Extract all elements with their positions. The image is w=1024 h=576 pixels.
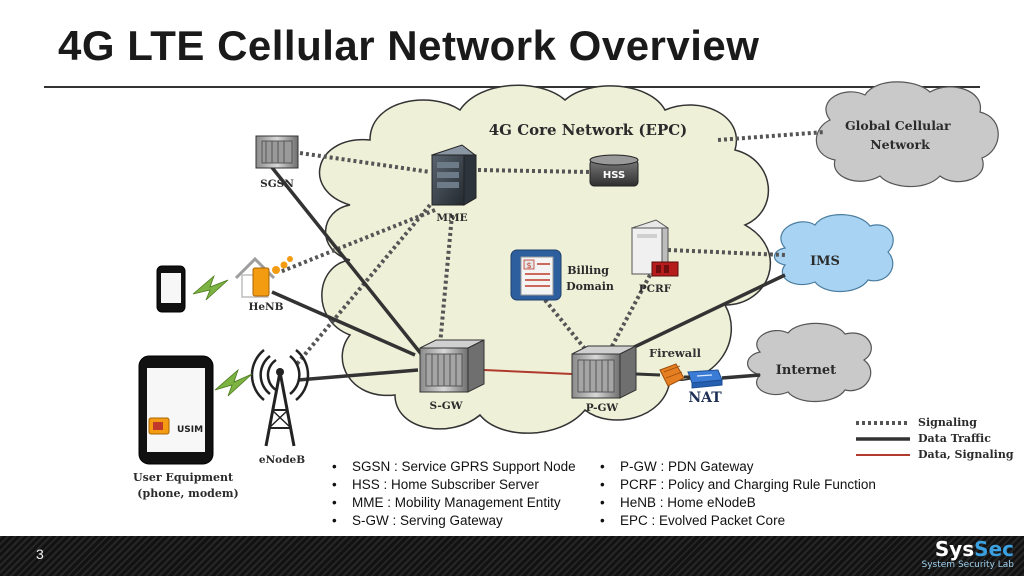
data-pgw-firewall	[635, 372, 661, 377]
enodeb-label: eNodeB	[259, 454, 305, 466]
henb-home-icon	[234, 256, 293, 298]
ims-label: IMS	[810, 254, 840, 269]
user-equipment-line1: User Equipment	[133, 471, 234, 484]
pcrf-label: PCRF	[639, 283, 672, 295]
billing-line1: Billing	[567, 264, 609, 277]
acronym-item: PCRF : Policy and Charging Rule Function	[594, 476, 876, 494]
data-traffic-lines	[268, 163, 786, 382]
core-network-label: 4G Core Network (EPC)	[489, 121, 688, 139]
global-cellular-cloud	[815, 81, 999, 188]
global-cellular-line1: Global Cellular	[845, 118, 951, 133]
page-title: 4G LTE Cellular Network Overview	[58, 22, 760, 69]
brand-subtitle: System Security Lab	[921, 560, 1014, 570]
signaling-pcrf-ims	[667, 248, 786, 257]
sgsn-label: SGSN	[260, 178, 294, 190]
acronym-item: S-GW : Serving Gateway	[326, 512, 576, 530]
data-sgsn-sgw	[268, 163, 424, 357]
mme-server-icon	[430, 144, 477, 206]
user-equipment-label: User Equipment (phone, modem)	[133, 471, 239, 500]
data-henb-sgw	[271, 290, 416, 357]
signaling-mme-enodeb	[294, 203, 432, 367]
legend-data-signaling-label: Data, Signaling	[918, 448, 1014, 461]
pgw-server-icon	[571, 345, 637, 399]
data-nat-internet	[721, 373, 761, 380]
data-pgw-ims	[627, 273, 786, 352]
acronym-list-right: P-GW : PDN Gateway PCRF : Policy and Cha…	[594, 458, 876, 530]
hss-label: HSS	[603, 170, 625, 181]
acronym-item: SGSN : Service GPRS Support Node	[326, 458, 576, 476]
billing-label: Billing Domain	[566, 264, 614, 293]
pcrf-server-icon	[630, 219, 679, 277]
signaling-sgsn-mme	[299, 151, 431, 174]
acronym-item: P-GW : PDN Gateway	[594, 458, 876, 476]
brand-name-b: Sec	[974, 537, 1014, 561]
signaling-mme-sgw	[438, 214, 454, 346]
nat-label: NAT	[688, 390, 722, 406]
user-equipment-line2: (phone, modem)	[137, 487, 238, 500]
svg-text:$: $	[526, 261, 531, 270]
legend: Signaling Data Traffic Data, Signaling	[856, 416, 1014, 461]
footer-bar: 3 SysSec System Security Lab	[0, 536, 1024, 576]
signaling-mme-henb	[279, 208, 436, 274]
hss-database-icon	[589, 154, 639, 187]
signaling-pcrf-pgw	[608, 274, 652, 351]
acronym-item: HeNB : Home eNodeB	[594, 494, 876, 512]
legend-data-traffic-label: Data Traffic	[918, 432, 991, 445]
internet-cloud	[747, 322, 872, 403]
internet-label: Internet	[776, 363, 836, 378]
global-cellular-line2: Network	[870, 137, 930, 152]
signaling-lines	[279, 130, 826, 367]
legend-signaling-label: Signaling	[918, 416, 977, 429]
network-diagram: 4G Core Network (EPC) Global Cellular Ne…	[133, 81, 1014, 500]
page-number: 3	[36, 546, 44, 562]
acronym-item: HSS : Home Subscriber Server	[326, 476, 576, 494]
sgsn-server-icon	[255, 135, 299, 169]
henb-label: HeNB	[248, 301, 283, 313]
brand-name-a: Sys	[934, 537, 975, 561]
firewall-label: Firewall	[649, 346, 702, 360]
mme-label: MME	[436, 212, 467, 224]
pgw-label: P-GW	[586, 402, 619, 414]
acronym-item: MME : Mobility Management Entity	[326, 494, 576, 512]
acronym-list-left: SGSN : Service GPRS Support Node HSS : H…	[326, 458, 576, 530]
usim-label: USIM	[177, 425, 203, 435]
sgw-server-icon	[419, 339, 485, 393]
billing-line2: Domain	[566, 280, 614, 293]
small-phone-icon	[156, 265, 186, 313]
signaling-mme-hss	[477, 168, 591, 174]
data-enodeb-sgw	[297, 368, 419, 382]
lightning-enodeb-icon	[214, 368, 253, 397]
enodeb-tower-icon	[250, 349, 310, 447]
data-signaling-sgw-pgw	[483, 369, 573, 375]
nat-router-icon	[687, 369, 723, 389]
ims-cloud	[773, 214, 894, 293]
syssec-logo: SysSec System Security Lab	[922, 538, 1014, 571]
acronym-item: EPC : Evolved Packet Core	[594, 512, 876, 530]
global-cellular-label: Global Cellular Network	[845, 118, 955, 152]
user-equipment-phone-icon	[138, 355, 214, 465]
billing-icon: $	[510, 249, 562, 301]
lightning-henb-icon	[192, 274, 229, 301]
sgw-label: S-GW	[429, 400, 462, 412]
brand-name: SysSec	[922, 538, 1014, 560]
